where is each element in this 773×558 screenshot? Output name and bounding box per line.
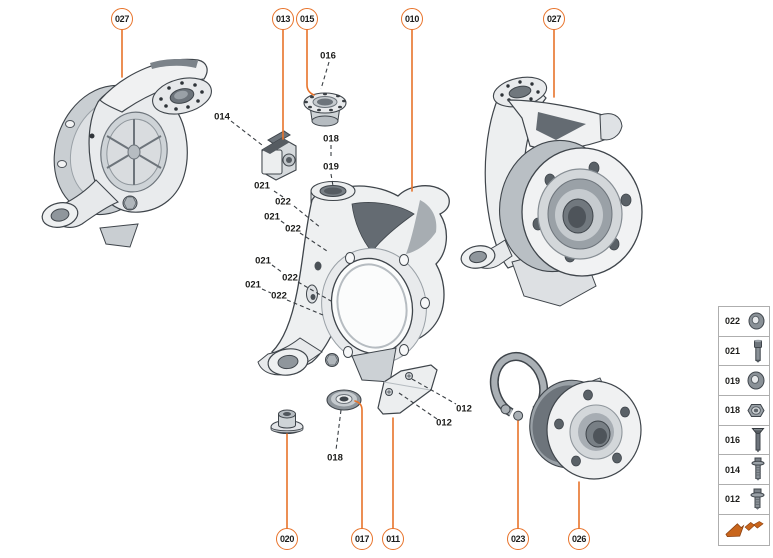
callout-013[interactable]: 013 [272,8,294,30]
flange-bolt-icon [750,488,765,510]
countersunk-screw-icon [751,428,765,453]
part-label-014: 014 [214,111,230,123]
part-label-022-d: 022 [271,290,287,302]
nut-icon [747,403,765,417]
flange-nut-020 [270,409,304,435]
callout-023[interactable]: 023 [507,528,529,550]
part-label-018-b: 018 [327,452,343,464]
part-label-018-a: 018 [323,133,339,145]
legend-part-number: 012 [725,494,741,505]
snap-ring-023 [489,352,549,421]
part-label-012-b: 012 [436,417,452,429]
part-label-022-c: 022 [282,272,298,284]
fastener-legend: 022 021 019 018 [718,306,770,546]
part-label-019: 019 [323,161,339,173]
callout-015[interactable]: 015 [296,8,318,30]
bracket-013 [261,130,297,181]
callout-011[interactable]: 011 [382,528,404,550]
legend-part-number: 022 [725,316,741,327]
callout-010[interactable]: 010 [401,8,423,30]
direction-of-travel-arrow-icon [725,521,764,538]
legend-row-021[interactable]: 021 [719,336,769,367]
cover-plate-011 [377,364,438,415]
part-label-012-a: 012 [456,403,472,415]
legend-part-number: 018 [725,405,741,416]
part-label-021-b: 021 [264,211,280,223]
legend-part-number: 021 [725,346,741,357]
part-label-021-a: 021 [254,180,270,192]
callout-020[interactable]: 020 [276,528,298,550]
flange-nut-015 [303,92,347,127]
legend-row-016[interactable]: 016 [719,425,769,456]
part-label-021-c: 021 [255,255,271,267]
part-label-022-a: 022 [275,196,291,208]
bolt-icon [754,339,762,363]
legend-row-direction-arrow[interactable] [719,514,769,545]
seal-washer-017 [326,389,362,411]
legend-row-012[interactable]: 012 [719,485,769,515]
legend-part-number: 016 [725,435,741,446]
callout-017[interactable]: 017 [351,528,373,550]
wheel-hub-026 [529,377,642,480]
leader-lines [121,29,580,529]
part-label-021-d: 021 [245,279,261,291]
knuckle-hub-assembly-right [460,76,643,307]
callout-027-right[interactable]: 027 [543,8,565,30]
part-label-022-b: 022 [285,223,301,235]
steering-knuckle-left [41,58,212,248]
washer-icon [748,312,765,330]
flange-bolt-icon [751,457,765,481]
callout-027-left[interactable]: 027 [111,8,133,30]
legend-part-number: 019 [725,375,741,386]
legend-row-019[interactable]: 019 [719,366,769,397]
legend-row-018[interactable]: 018 [719,396,769,426]
legend-part-number: 014 [725,464,741,475]
legend-row-022[interactable]: 022 [719,307,769,337]
callout-026[interactable]: 026 [568,528,590,550]
part-label-016: 016 [320,50,336,62]
legend-row-014[interactable]: 014 [719,455,769,486]
pointer-lines [230,61,457,451]
washer-icon [747,371,765,390]
